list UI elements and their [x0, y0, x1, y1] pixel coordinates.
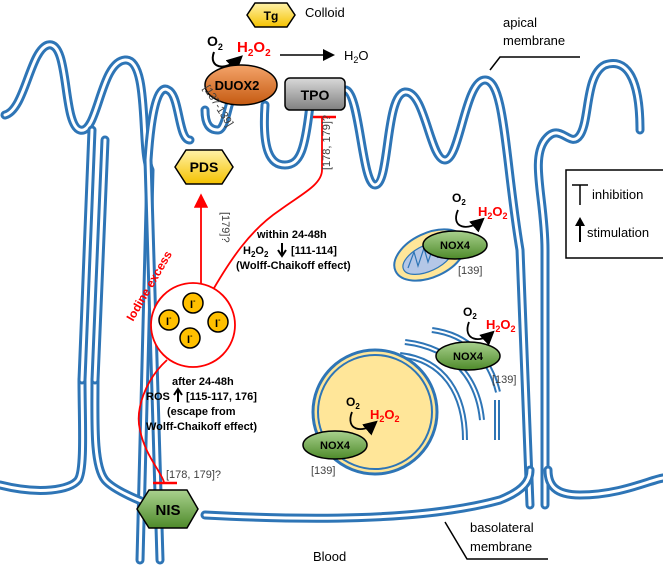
- tpo-inhibition-line: [209, 117, 323, 296]
- svg-text:H2O2: H2O2: [370, 407, 400, 424]
- after-line3: (escape from: [167, 406, 236, 418]
- svg-text:I-: I-: [166, 315, 172, 328]
- er-reaction-arrow: [466, 321, 495, 346]
- svg-text:I-: I-: [190, 298, 196, 311]
- svg-text:NOX4: NOX4: [320, 440, 351, 452]
- h2o2-label-mito: H2O2: [478, 204, 508, 221]
- svg-text:DUOX2: DUOX2: [215, 78, 260, 93]
- svg-text:H2O2: H2O2: [243, 245, 269, 259]
- within-line1: within 24-48h: [256, 229, 327, 241]
- svg-text:NIS: NIS: [155, 502, 180, 519]
- svg-text:H2O: H2O: [344, 48, 369, 65]
- svg-text:I-: I-: [187, 333, 193, 346]
- nox4-nucleus-ref: [139]: [311, 465, 335, 477]
- svg-text:[111-114]: [111-114]: [291, 245, 337, 257]
- nucleus-reaction-arrow: [349, 411, 378, 436]
- nox4-nucleus: NOX4: [302, 430, 368, 460]
- o2-label-mito: O2: [452, 191, 466, 207]
- svg-text:Tg: Tg: [264, 9, 279, 23]
- svg-text:NOX4: NOX4: [453, 351, 484, 363]
- pds-protein: PDS: [174, 149, 234, 185]
- decrease-arrow-icon: [277, 243, 287, 258]
- svg-text:[115-117, 176]: [115-117, 176]: [186, 391, 257, 403]
- svg-text:O2: O2: [207, 33, 223, 52]
- svg-text:I-: I-: [215, 317, 221, 330]
- o2-label-er: O2: [463, 305, 477, 321]
- pds-ref: [179]?: [219, 212, 231, 243]
- legend: inhibition stimulation: [565, 169, 663, 259]
- nox4-mito-ref: [139]: [458, 265, 482, 277]
- nox4-er: NOX4: [435, 341, 501, 371]
- basolateral-leader-line: [444, 521, 548, 560]
- basolateral-label-line2: membrane: [470, 539, 532, 554]
- iodide-ion: I-: [179, 327, 201, 349]
- o2-label-apical: O2: [207, 33, 223, 52]
- svg-text:ROS: ROS: [146, 391, 170, 403]
- apical-label-line2: membrane: [503, 33, 565, 48]
- basolateral-label-line1: basolateral: [470, 520, 534, 535]
- after-line1: after 24-48h: [172, 376, 234, 388]
- o2-to-h2o2-arrow: [211, 51, 243, 73]
- apical-leader-line: [489, 56, 580, 71]
- svg-text:NOX4: NOX4: [440, 240, 471, 252]
- legend-stimulation: stimulation: [587, 225, 649, 240]
- iodide-ion: I-: [207, 311, 229, 333]
- tpo-protein: TPO: [284, 77, 346, 111]
- nox4-er-ref: [139]: [492, 374, 516, 386]
- increase-arrow-icon: [173, 387, 183, 402]
- iodine-vesicle: [150, 282, 236, 368]
- within-line2: H2O2 [111-114]: [243, 243, 337, 259]
- svg-text:TPO: TPO: [301, 87, 330, 103]
- after-line4: Wolff-Chaikoff effect): [146, 421, 257, 433]
- svg-text:PDS: PDS: [190, 159, 219, 175]
- basolateral-membrane-shape: [0, 125, 663, 523]
- tpo-inhibition-ref: [178, 179]?: [321, 115, 333, 170]
- blood-label: Blood: [313, 549, 346, 564]
- nis-inhibition-line: [137, 359, 168, 483]
- svg-text:O2: O2: [463, 305, 477, 321]
- apical-label-line1: apical: [503, 15, 537, 30]
- after-line2: ROS [115-117, 176]: [146, 387, 257, 403]
- iodide-ion: I-: [182, 292, 204, 314]
- legend-inhibition: inhibition: [592, 187, 643, 202]
- mito-reaction-arrow: [455, 209, 485, 233]
- tg-protein: Tg: [246, 2, 296, 28]
- inhibition-symbol-icon: [572, 184, 588, 205]
- within-line3: (Wolff-Chaikoff effect): [236, 260, 351, 272]
- nis-protein: NIS: [136, 489, 199, 529]
- svg-text:H2O2: H2O2: [486, 317, 516, 334]
- h2o2-label-nucleus: H2O2: [370, 407, 400, 424]
- nox4-mitochondrion: NOX4: [422, 230, 488, 260]
- h2o2-label-er: H2O2: [486, 317, 516, 334]
- apical-membrane-shape: [0, 40, 645, 565]
- duox2-protein: DUOX2: [204, 64, 278, 106]
- svg-text:H2O2: H2O2: [237, 39, 271, 59]
- svg-text:O2: O2: [452, 191, 466, 207]
- colloid-label: Colloid: [305, 5, 345, 20]
- h2o-label: H2O: [344, 48, 369, 65]
- nis-inhibition-ref: [178, 179]?: [166, 469, 221, 481]
- svg-text:H2O2: H2O2: [478, 204, 508, 221]
- iodide-ion: I-: [158, 309, 180, 331]
- h2o2-label-apical: H2O2: [237, 39, 271, 59]
